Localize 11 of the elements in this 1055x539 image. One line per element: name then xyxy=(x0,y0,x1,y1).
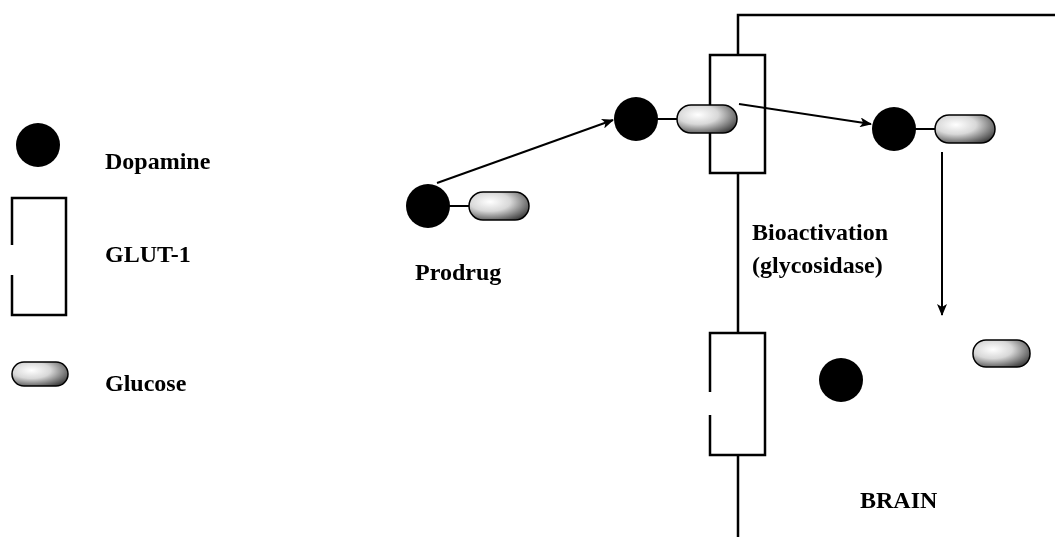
arrow xyxy=(436,119,614,184)
region-label: BRAIN xyxy=(860,486,938,515)
arrow xyxy=(738,103,872,128)
conjugate-icon xyxy=(613,96,739,142)
legend-label: GLUT-1 xyxy=(105,240,191,269)
conjugate-icon xyxy=(871,106,997,152)
legend-label: Glucose xyxy=(105,369,187,398)
edge-label: Bioactivation (glycosidase) xyxy=(752,218,889,280)
arrow xyxy=(937,151,947,316)
legend-label: Dopamine xyxy=(105,147,211,176)
node-label: Prodrug xyxy=(415,258,502,287)
